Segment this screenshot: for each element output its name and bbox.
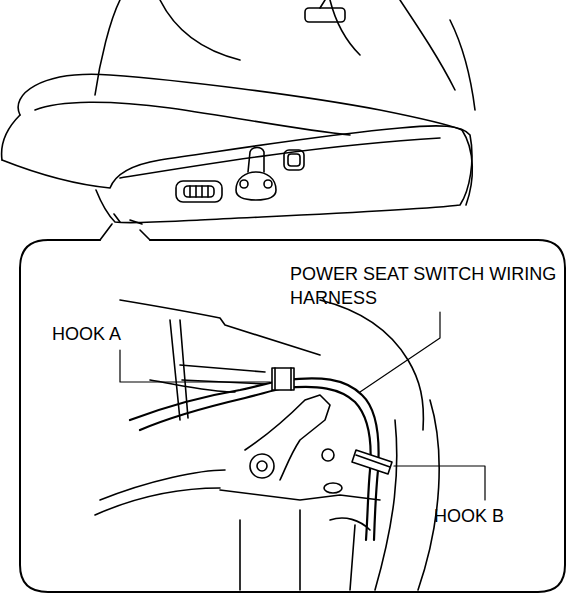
seat-cushion-seam	[35, 102, 350, 135]
recliner-lever	[245, 395, 330, 480]
wiring-harness	[140, 387, 371, 540]
recliner-pivot	[257, 461, 267, 471]
seat-rail	[330, 518, 370, 530]
belt-buckle	[320, 0, 325, 8]
seat-frame-lower	[95, 488, 220, 515]
hook-a	[275, 368, 291, 390]
recline-switch-knob	[248, 148, 264, 173]
hook-b	[356, 455, 390, 467]
side-shield	[2, 126, 472, 223]
slide-switch	[176, 181, 222, 202]
seat-frame-lower	[100, 470, 225, 500]
hook-a	[272, 368, 294, 390]
leader-line	[120, 350, 270, 382]
hook-label: HOOK B	[434, 504, 504, 528]
recline-switch-dot	[264, 180, 272, 188]
hook-label: HOOK A	[52, 322, 121, 346]
slide-switch	[184, 186, 214, 197]
bolt	[322, 449, 334, 461]
seat-frame	[180, 365, 265, 372]
side-shield-inner	[418, 400, 439, 590]
seat-frame-lower	[240, 510, 300, 590]
seat-back-edge	[400, 0, 455, 90]
seat-back-edge	[95, 0, 120, 95]
recline-switch-dot	[240, 180, 248, 188]
seat-frame-lower	[220, 490, 380, 500]
slide-switch-ribs	[190, 186, 208, 197]
seat-back-edge	[450, 20, 475, 110]
seat-cushion-front	[2, 115, 20, 160]
recline-switch-base	[236, 172, 276, 200]
leader-line	[394, 466, 485, 500]
lumbar-switch	[288, 154, 300, 166]
seat-frame	[120, 300, 320, 355]
part-label: POWER SEAT SWITCH WIRING HARNESS	[290, 262, 562, 310]
seat-rail	[350, 525, 355, 590]
detail-marker	[114, 214, 142, 224]
belt-buckle	[305, 8, 345, 22]
seat-back-seam	[160, 0, 240, 60]
leader-line	[360, 312, 440, 392]
detail-frame	[20, 240, 565, 592]
bolt	[324, 483, 342, 493]
lumbar-switch	[284, 150, 304, 170]
wiring-harness	[130, 378, 379, 540]
side-shield-edge	[120, 138, 440, 178]
recliner-pivot	[250, 454, 274, 478]
detail-pointer	[100, 224, 150, 240]
hook-b	[352, 450, 392, 474]
